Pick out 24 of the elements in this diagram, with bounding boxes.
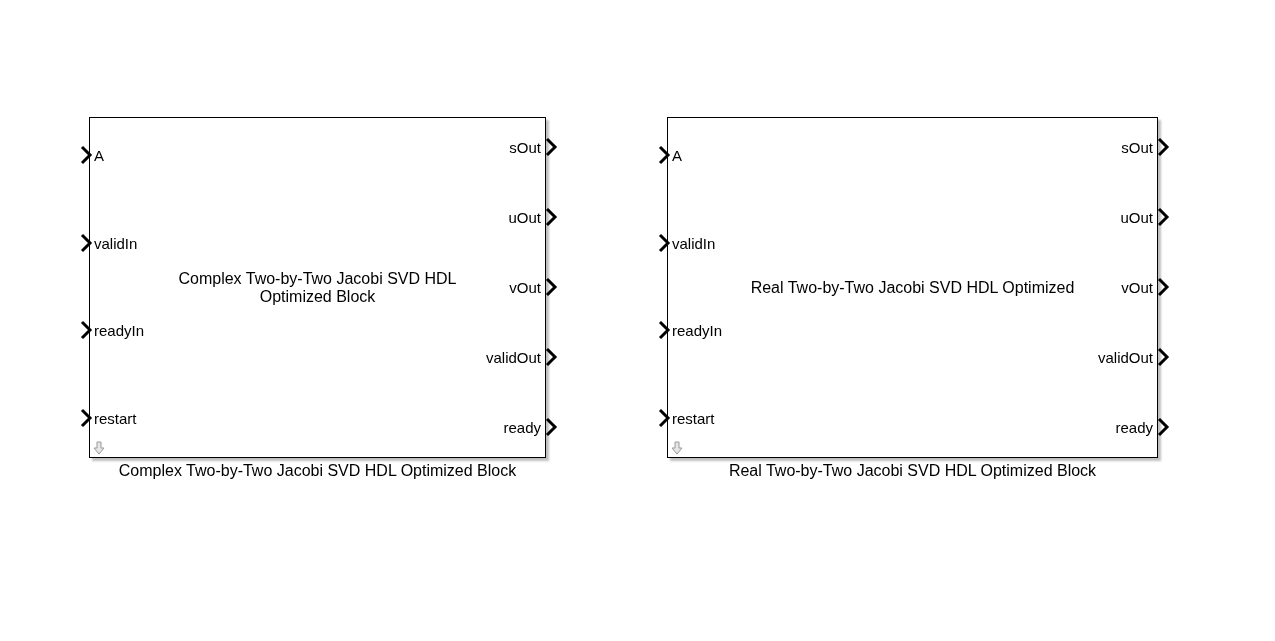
- output-port-label: validOut: [485, 349, 541, 367]
- input-port-label: restart: [94, 410, 137, 428]
- output-port-label: sOut: [1121, 139, 1153, 157]
- input-port-label: A: [94, 147, 104, 165]
- output-port-label: ready: [1115, 419, 1153, 437]
- output-port-label: sOut: [509, 139, 541, 157]
- input-port-label: validIn: [672, 235, 716, 253]
- block-label: Real Two-by-Two Jacobi SVD HDL Optimized: [750, 278, 1075, 297]
- output-port-label: ready: [503, 419, 541, 437]
- output-port-label: validOut: [1097, 349, 1153, 367]
- input-port-label: readyIn: [94, 322, 145, 340]
- block: [89, 117, 546, 458]
- input-port-label: restart: [672, 410, 715, 428]
- output-port-label: uOut: [508, 209, 541, 227]
- input-port-label: A: [672, 147, 682, 165]
- output-port-label: uOut: [1120, 209, 1153, 227]
- block-label: Complex Two-by-Two Jacobi SVD HDL Optimized Block: [177, 269, 458, 306]
- input-port-label: validIn: [94, 235, 138, 253]
- input-port-label: readyIn: [672, 322, 723, 340]
- block-caption: Complex Two-by-Two Jacobi SVD HDL Optimized Block: [118, 461, 517, 481]
- output-port-label: vOut: [509, 279, 541, 297]
- output-port-label: vOut: [1121, 279, 1153, 297]
- block: [667, 117, 1158, 458]
- block-caption: Real Two-by-Two Jacobi SVD HDL Optimized Block: [728, 461, 1097, 481]
